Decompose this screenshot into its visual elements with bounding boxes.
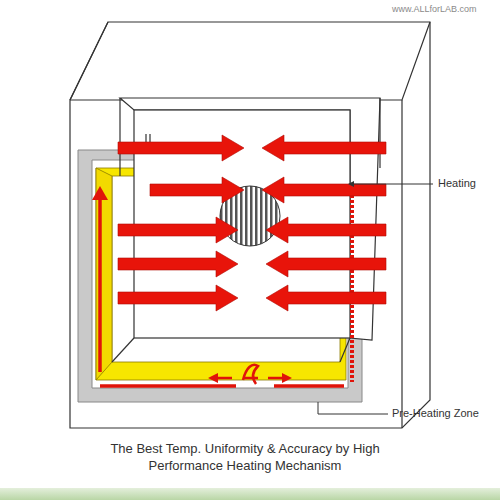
part-label: Pre-Heating Zone bbox=[392, 407, 479, 419]
air-flow-arrows bbox=[118, 135, 386, 311]
arrow-head bbox=[92, 186, 108, 200]
caption: The Best Temp. Uniformity & Accuracy by … bbox=[110, 440, 380, 474]
fan-symbol bbox=[214, 365, 286, 384]
leader-tip bbox=[348, 181, 354, 187]
flow-arrow bbox=[150, 177, 244, 203]
flow-arrow bbox=[118, 135, 244, 161]
flow-arrow bbox=[118, 285, 238, 311]
leader-line bbox=[318, 184, 433, 414]
flow-arrow bbox=[266, 217, 386, 243]
flow-arrow bbox=[262, 177, 386, 203]
cabinet bbox=[70, 22, 430, 428]
part-label: Heating bbox=[438, 177, 476, 189]
arrow-head bbox=[208, 373, 218, 383]
flow-arrow bbox=[118, 251, 238, 277]
arrow-head bbox=[282, 373, 292, 383]
watermark: www.ALLforLAB.com bbox=[392, 4, 477, 14]
circulation-path bbox=[100, 190, 352, 386]
flow-arrow bbox=[262, 135, 386, 161]
flow-arrow bbox=[266, 285, 386, 311]
flow-arrow bbox=[266, 251, 386, 277]
flow-arrow bbox=[118, 217, 238, 243]
bottom-band bbox=[0, 488, 500, 500]
